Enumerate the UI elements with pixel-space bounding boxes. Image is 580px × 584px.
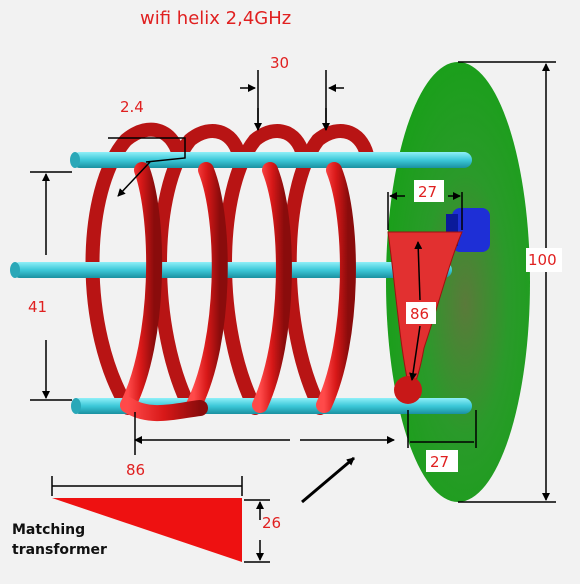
feed-point xyxy=(394,376,422,404)
dim-wire: 2.4 xyxy=(120,98,144,116)
dim-taper-height: 26 xyxy=(262,514,281,532)
matching-label-line1: Matching xyxy=(12,522,85,538)
helix-coil xyxy=(120,162,356,422)
reflector-plate xyxy=(386,62,530,502)
dim-length: 86 xyxy=(126,461,145,479)
dim-diameter: 41 xyxy=(28,298,47,316)
diagram-title: wifi helix 2,4GHz xyxy=(140,8,291,29)
coil-back xyxy=(85,122,375,415)
dim-feed-offset: 27 xyxy=(430,453,449,471)
dimension-lines xyxy=(30,61,556,563)
dim-pitch: 30 xyxy=(270,54,289,72)
dim-reflector: 100 xyxy=(528,251,557,269)
dim-strip-width: 27 xyxy=(418,183,437,201)
matching-label-line2: transformer xyxy=(12,542,107,558)
pointer-arrow xyxy=(301,456,355,504)
transformer-taper xyxy=(52,498,242,562)
dim-strip-length: 86 xyxy=(410,305,429,323)
